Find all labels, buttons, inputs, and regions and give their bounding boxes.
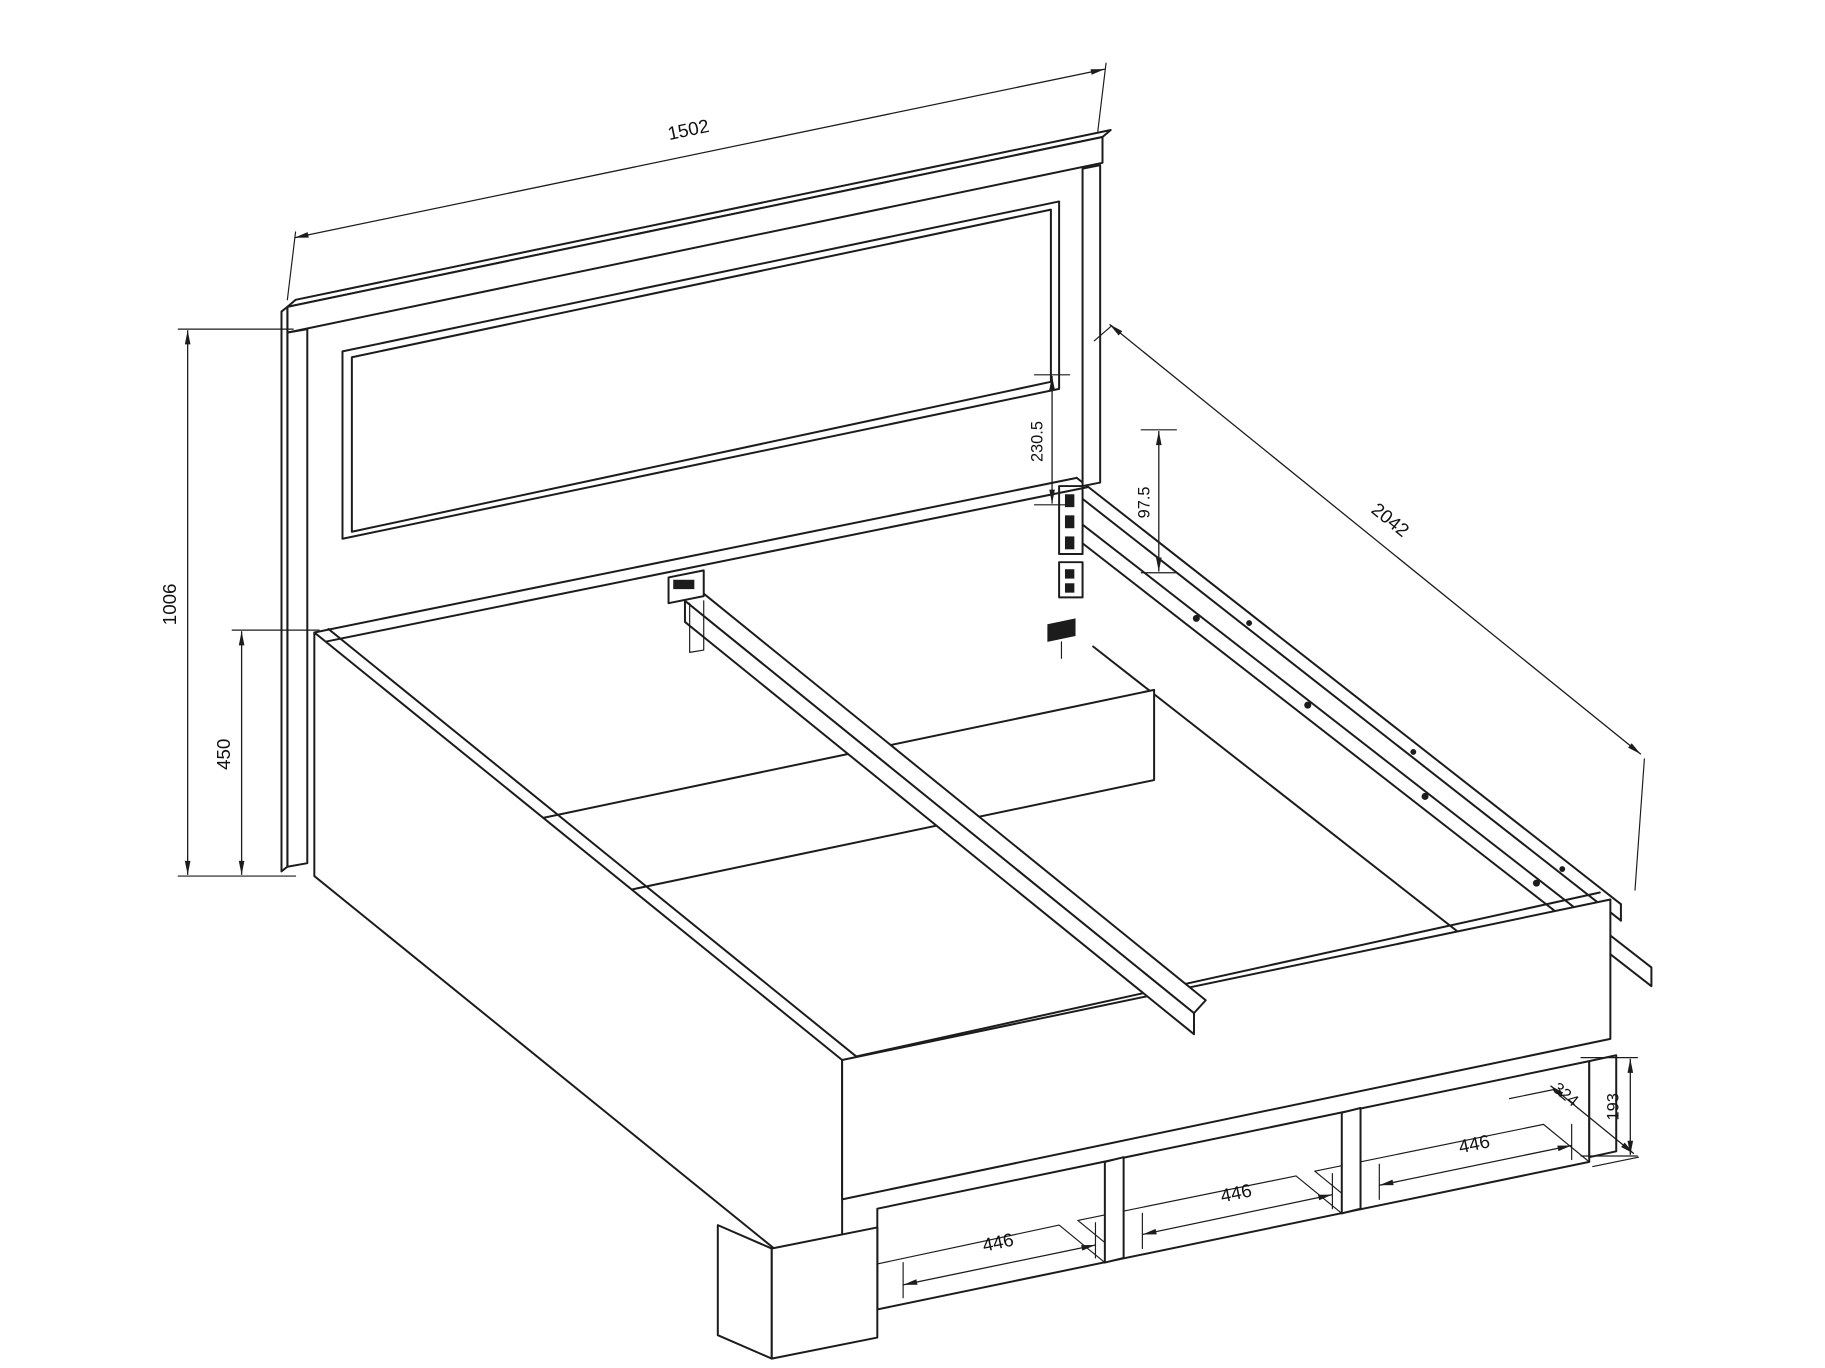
rail-offset-dim-label: 97.5 <box>1135 487 1153 519</box>
dim-niche-left: 446 <box>902 1222 1097 1299</box>
base-head-rim <box>313 476 1089 643</box>
bed-length-dim-label: 2042 <box>1368 498 1414 541</box>
left-leg <box>716 1224 773 1360</box>
dim-panel-offset: 230.5 <box>1029 374 1071 506</box>
headboard-width-dim-label: 1502 <box>666 115 711 144</box>
base-height-dim-label: 450 <box>213 739 234 770</box>
panel-offset-dim-label: 230.5 <box>1029 421 1047 462</box>
base-box <box>313 627 1612 1305</box>
dim-niche-height: 193 <box>1580 1057 1638 1157</box>
rail-bracket <box>1058 485 1084 599</box>
headboard-panel <box>341 200 1061 540</box>
dim-overall-height: 1006 <box>159 328 297 877</box>
overall-height-dim-label: 1006 <box>159 584 180 626</box>
centre-beam <box>667 569 1207 1036</box>
niche-height-dim-label: 193 <box>1605 1093 1623 1120</box>
dim-base-height: 450 <box>213 629 320 875</box>
